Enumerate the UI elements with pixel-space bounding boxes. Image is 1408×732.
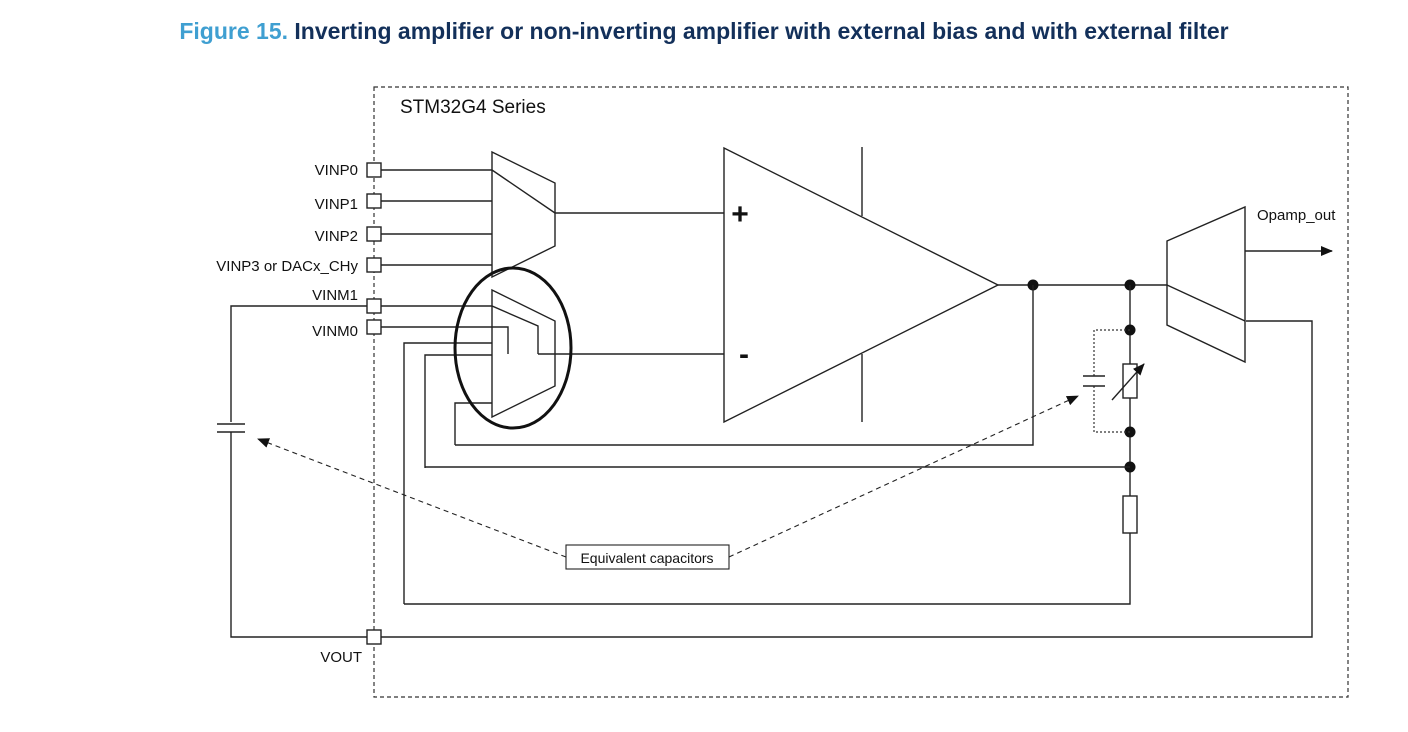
pin-label-vinm1: VINM1 bbox=[312, 287, 358, 304]
callout-arrow-left bbox=[257, 438, 567, 558]
opamp-minus-sign: - bbox=[739, 338, 749, 371]
pin-vinp0 bbox=[366, 162, 382, 178]
pin-label-vinp3: VINP3 or DACx_CHy bbox=[216, 258, 358, 275]
pin-vout bbox=[366, 629, 382, 645]
equivalent-capacitor-wire-bottom bbox=[1093, 386, 1130, 433]
figure-title: Figure 15. Inverting amplifier or non-in… bbox=[0, 18, 1408, 45]
pin-vinp1 bbox=[366, 193, 382, 209]
mux-path-vinm0 bbox=[381, 326, 509, 354]
pin-vinp3 bbox=[366, 257, 382, 273]
device-boundary bbox=[373, 86, 1349, 698]
pin-vinp2 bbox=[366, 226, 382, 242]
mux-path-vinm1 bbox=[381, 305, 539, 354]
variable-resistor-arrow bbox=[1111, 363, 1145, 401]
pin-vinm0 bbox=[366, 319, 382, 335]
fixed-resistor bbox=[1122, 495, 1138, 534]
plus-input-mux bbox=[491, 150, 556, 279]
plus-mux-select-line bbox=[491, 169, 556, 214]
pin-label-vinp0: VINP0 bbox=[315, 162, 358, 179]
output-mux bbox=[1166, 205, 1246, 364]
wire-pga-feedback bbox=[403, 342, 492, 604]
wire-vinm1-external bbox=[230, 305, 374, 422]
pin-label-vinm0: VINM0 bbox=[312, 323, 358, 340]
opamp-triangle bbox=[723, 146, 1000, 424]
figure-number: Figure 15. bbox=[179, 18, 289, 44]
equivalent-capacitor-wire bbox=[1093, 329, 1130, 376]
callout-arrow-right bbox=[728, 395, 1079, 558]
wire-follower-return bbox=[455, 285, 1034, 446]
wire-external-to-vout bbox=[230, 320, 1313, 638]
output-mux-select-line bbox=[1166, 284, 1246, 322]
callout-box bbox=[565, 544, 730, 570]
pin-label-vinp1: VINP1 bbox=[315, 196, 358, 213]
pin-label-vout: VOUT bbox=[320, 649, 362, 666]
wire-ladder-bottom bbox=[404, 533, 1131, 605]
minus-input-mux bbox=[491, 288, 556, 419]
opamp-out-label: Opamp_out bbox=[1257, 207, 1336, 224]
device-label: STM32G4 Series bbox=[400, 97, 546, 118]
pin-label-vinp2: VINP2 bbox=[315, 228, 358, 245]
pin-vinm1 bbox=[366, 298, 382, 314]
figure-caption: Inverting amplifier or non-inverting amp… bbox=[294, 18, 1229, 44]
opamp-plus-sign: + bbox=[731, 198, 749, 231]
variable-resistor bbox=[1122, 363, 1138, 399]
callout-label: Equivalent capacitors bbox=[580, 550, 713, 566]
wire-resistor-tap bbox=[424, 354, 492, 468]
wire-follower-feedback bbox=[454, 402, 492, 445]
highlight-ellipse bbox=[453, 266, 573, 430]
